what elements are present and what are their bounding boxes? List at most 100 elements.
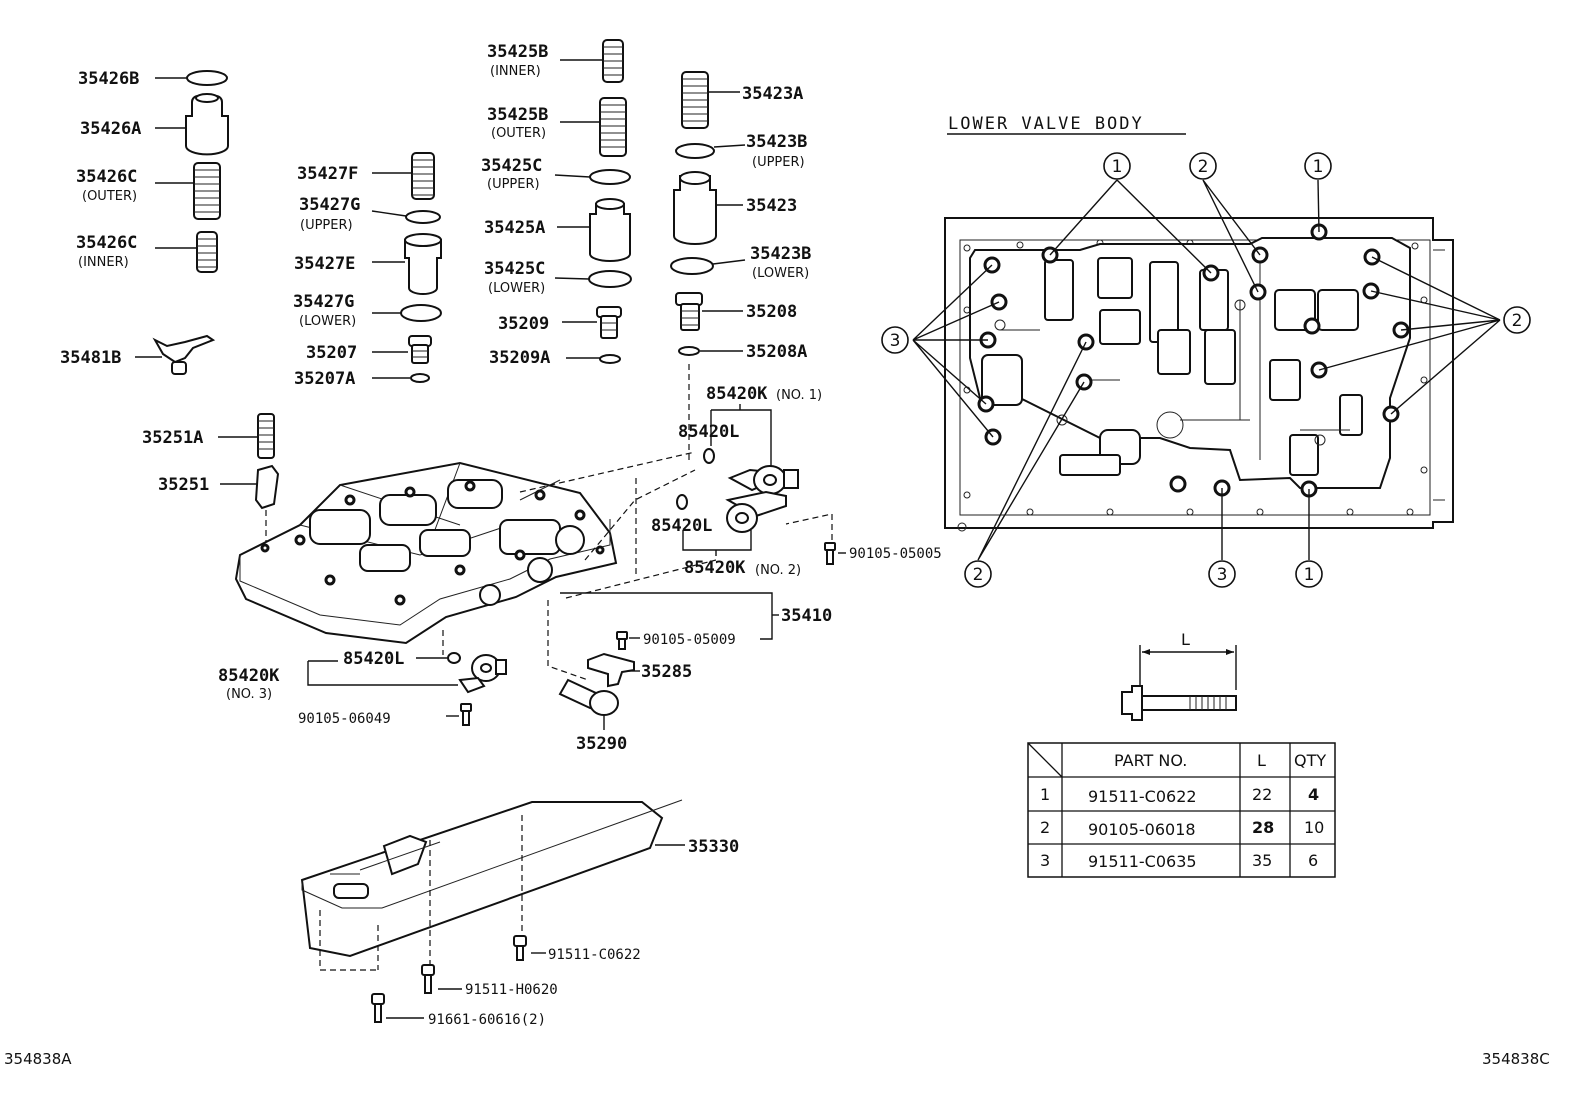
footer-code-left: 354838A [4,1050,72,1068]
spring-35425b-outer [599,97,627,157]
label-35285: 35285 [641,662,692,682]
table-row-3-qty: 6 [1308,851,1318,870]
svg-text:3: 3 [890,331,901,351]
label-35410: 35410 [781,606,832,626]
table-header-part-no: PART NO. [1114,751,1187,770]
label-35207a: 35207A [294,369,355,389]
label-35481b: 35481B [60,348,121,368]
label-35251: 35251 [158,475,209,495]
label-85420k-no2: 85420K [684,558,746,578]
bolt-90105-06049 [460,703,472,726]
table-row-1-part: 91511-C0622 [1088,787,1197,806]
footer-code-right: 354838C [1482,1050,1550,1068]
callout-1-top-a: 1 [1103,152,1131,180]
group-35426: 35426B 35426A 35426C (OUTER) 35426C (INN… [60,69,229,375]
sub-35425c-upper: (UPPER) [487,177,540,192]
label-35425b-inner: 35425B [487,42,548,62]
plug-35427e [404,233,442,295]
table-row-3-l: 35 [1252,851,1272,870]
o-ring-85420l-a [703,448,715,464]
plug-35423 [673,171,717,245]
sub-85420k-no1: (NO. 1) [776,388,822,403]
plug-35425a [589,198,631,262]
spring-35426c-outer [193,162,221,220]
label-35425b-outer: 35425B [487,105,548,125]
label-90105-05009: 90105-05009 [643,632,736,648]
group-35251: 35251A 35251 [142,413,280,545]
sub-35423b-upper: (UPPER) [752,155,805,170]
label-85420k-no3: 85420K [218,666,280,686]
table-row-2-index: 2 [1040,818,1050,837]
sub-35427g-upper: (UPPER) [300,218,353,233]
o-ring-35427g-lower [400,304,442,322]
sub-35427g-lower: (LOWER) [299,314,356,329]
o-ring-35423b-lower [670,257,714,275]
svg-text:2: 2 [1198,157,1209,177]
table-row-2-part: 90105-06018 [1088,820,1196,839]
label-35427g-lower: 35427G [293,292,354,312]
label-35423: 35423 [746,196,797,216]
table-header-qty: QTY [1294,751,1326,770]
group-solenoids: 85420K (NO. 1) 85420L 85420L 85420K (NO.… [651,384,942,578]
label-85420l-c: 85420L [343,649,404,669]
label-35209: 35209 [498,314,549,334]
o-ring-35427g-upper [405,210,441,224]
bracket-35285 [587,652,635,688]
plate-35251 [254,464,280,510]
spring-35427f [411,152,435,200]
dimension-l-label: L [1181,630,1190,649]
callout-2-right: 2 [1503,306,1531,334]
svg-text:1: 1 [1112,157,1123,177]
label-35425c-lower: 35425C [484,259,545,279]
group-35427: 35427F 35427G (UPPER) 35427E 35427G (LOW… [293,152,442,389]
label-35426b: 35426B [78,69,139,89]
plug-35209 [596,306,622,339]
spring-35251a [257,413,275,459]
bolt-91511-c0622 [513,935,527,961]
group-35425: 35425B (INNER) 35425B (OUTER) 35425C (UP… [481,39,632,368]
label-35427e: 35427E [294,254,355,274]
sub-35426c-inner: (INNER) [78,255,129,270]
clip-35208a [678,346,700,356]
o-ring-35423b-upper [675,143,715,159]
spring-35425b-inner [602,39,624,83]
spring-35423a [681,71,709,129]
svg-text:2: 2 [973,565,984,585]
svg-text:3: 3 [1217,565,1228,585]
callout-2-top: 2 [1189,152,1217,180]
label-85420l-b: 85420L [651,516,712,536]
table-row-2-l: 28 [1252,818,1274,837]
o-ring-85420l-c [447,652,461,664]
lower-valve-body-title: LOWER VALVE BODY [948,114,1144,134]
bolt-90105-05005 [824,542,836,565]
bolt-91661-60616 [371,993,385,1023]
sub-35425c-lower: (LOWER) [488,281,545,296]
plug-35426a [185,93,229,156]
table-row-3-index: 3 [1040,851,1050,870]
label-90105-06049: 90105-06049 [298,711,391,727]
label-35209a: 35209A [489,348,550,368]
label-35426c-outer: 35426C [76,167,137,187]
label-91661-60616: 91661-60616(2) [428,1012,546,1028]
o-ring-35426b [186,70,228,86]
label-91511-h0620: 91511-H0620 [465,982,558,998]
label-35251a: 35251A [142,428,203,448]
svg-text:1: 1 [1304,565,1315,585]
label-35290: 35290 [576,734,627,754]
table-row-1-qty: 4 [1308,785,1319,804]
callout-2-bottom: 2 [964,560,992,588]
group-35423: 35423A 35423B (UPPER) 35423 35423B (LOWE… [670,71,811,460]
label-35423b-upper: 35423B [746,132,807,152]
label-35427f: 35427F [297,164,358,184]
label-90105-05005: 90105-05005 [849,546,942,562]
bracket-35481b [152,334,216,375]
svg-text:1: 1 [1313,157,1324,177]
solenoid-no3 [458,654,507,694]
clip-35209a [599,354,621,364]
callout-1-top-b: 1 [1304,152,1332,180]
plug-35207 [408,335,432,364]
label-35427g-upper: 35427G [299,195,360,215]
bolt-90105-05009 [616,631,628,650]
callout-3-left: 3 [881,326,909,354]
label-35208: 35208 [746,302,797,322]
